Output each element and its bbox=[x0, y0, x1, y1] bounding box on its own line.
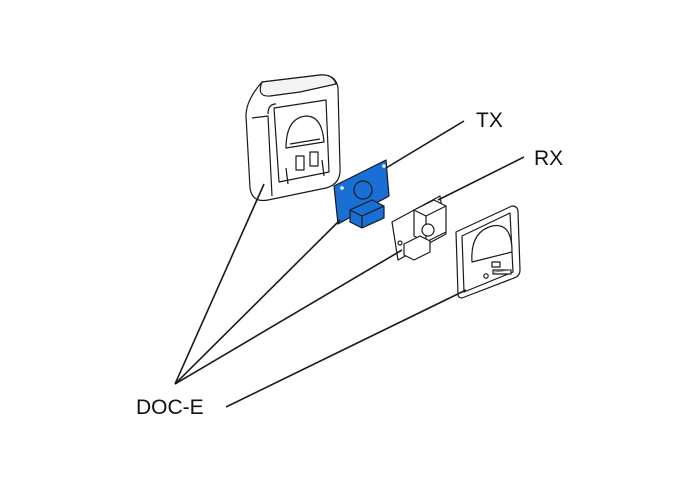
housing-box bbox=[245, 74, 341, 202]
label-tx: TX bbox=[476, 109, 503, 132]
leader-tx bbox=[385, 120, 465, 169]
leader-doc-tx bbox=[174, 219, 341, 385]
leader-rx bbox=[437, 156, 525, 201]
rx-board bbox=[391, 195, 447, 261]
leader-doc-rx bbox=[174, 249, 403, 385]
leader-doc-housing bbox=[174, 183, 265, 385]
label-rx: RX bbox=[534, 147, 563, 170]
front-cover-plate bbox=[455, 205, 521, 299]
leader-doc-cover bbox=[225, 289, 467, 408]
tx-board-highlighted bbox=[333, 159, 390, 229]
label-doc-e: DOC-E bbox=[136, 396, 204, 419]
